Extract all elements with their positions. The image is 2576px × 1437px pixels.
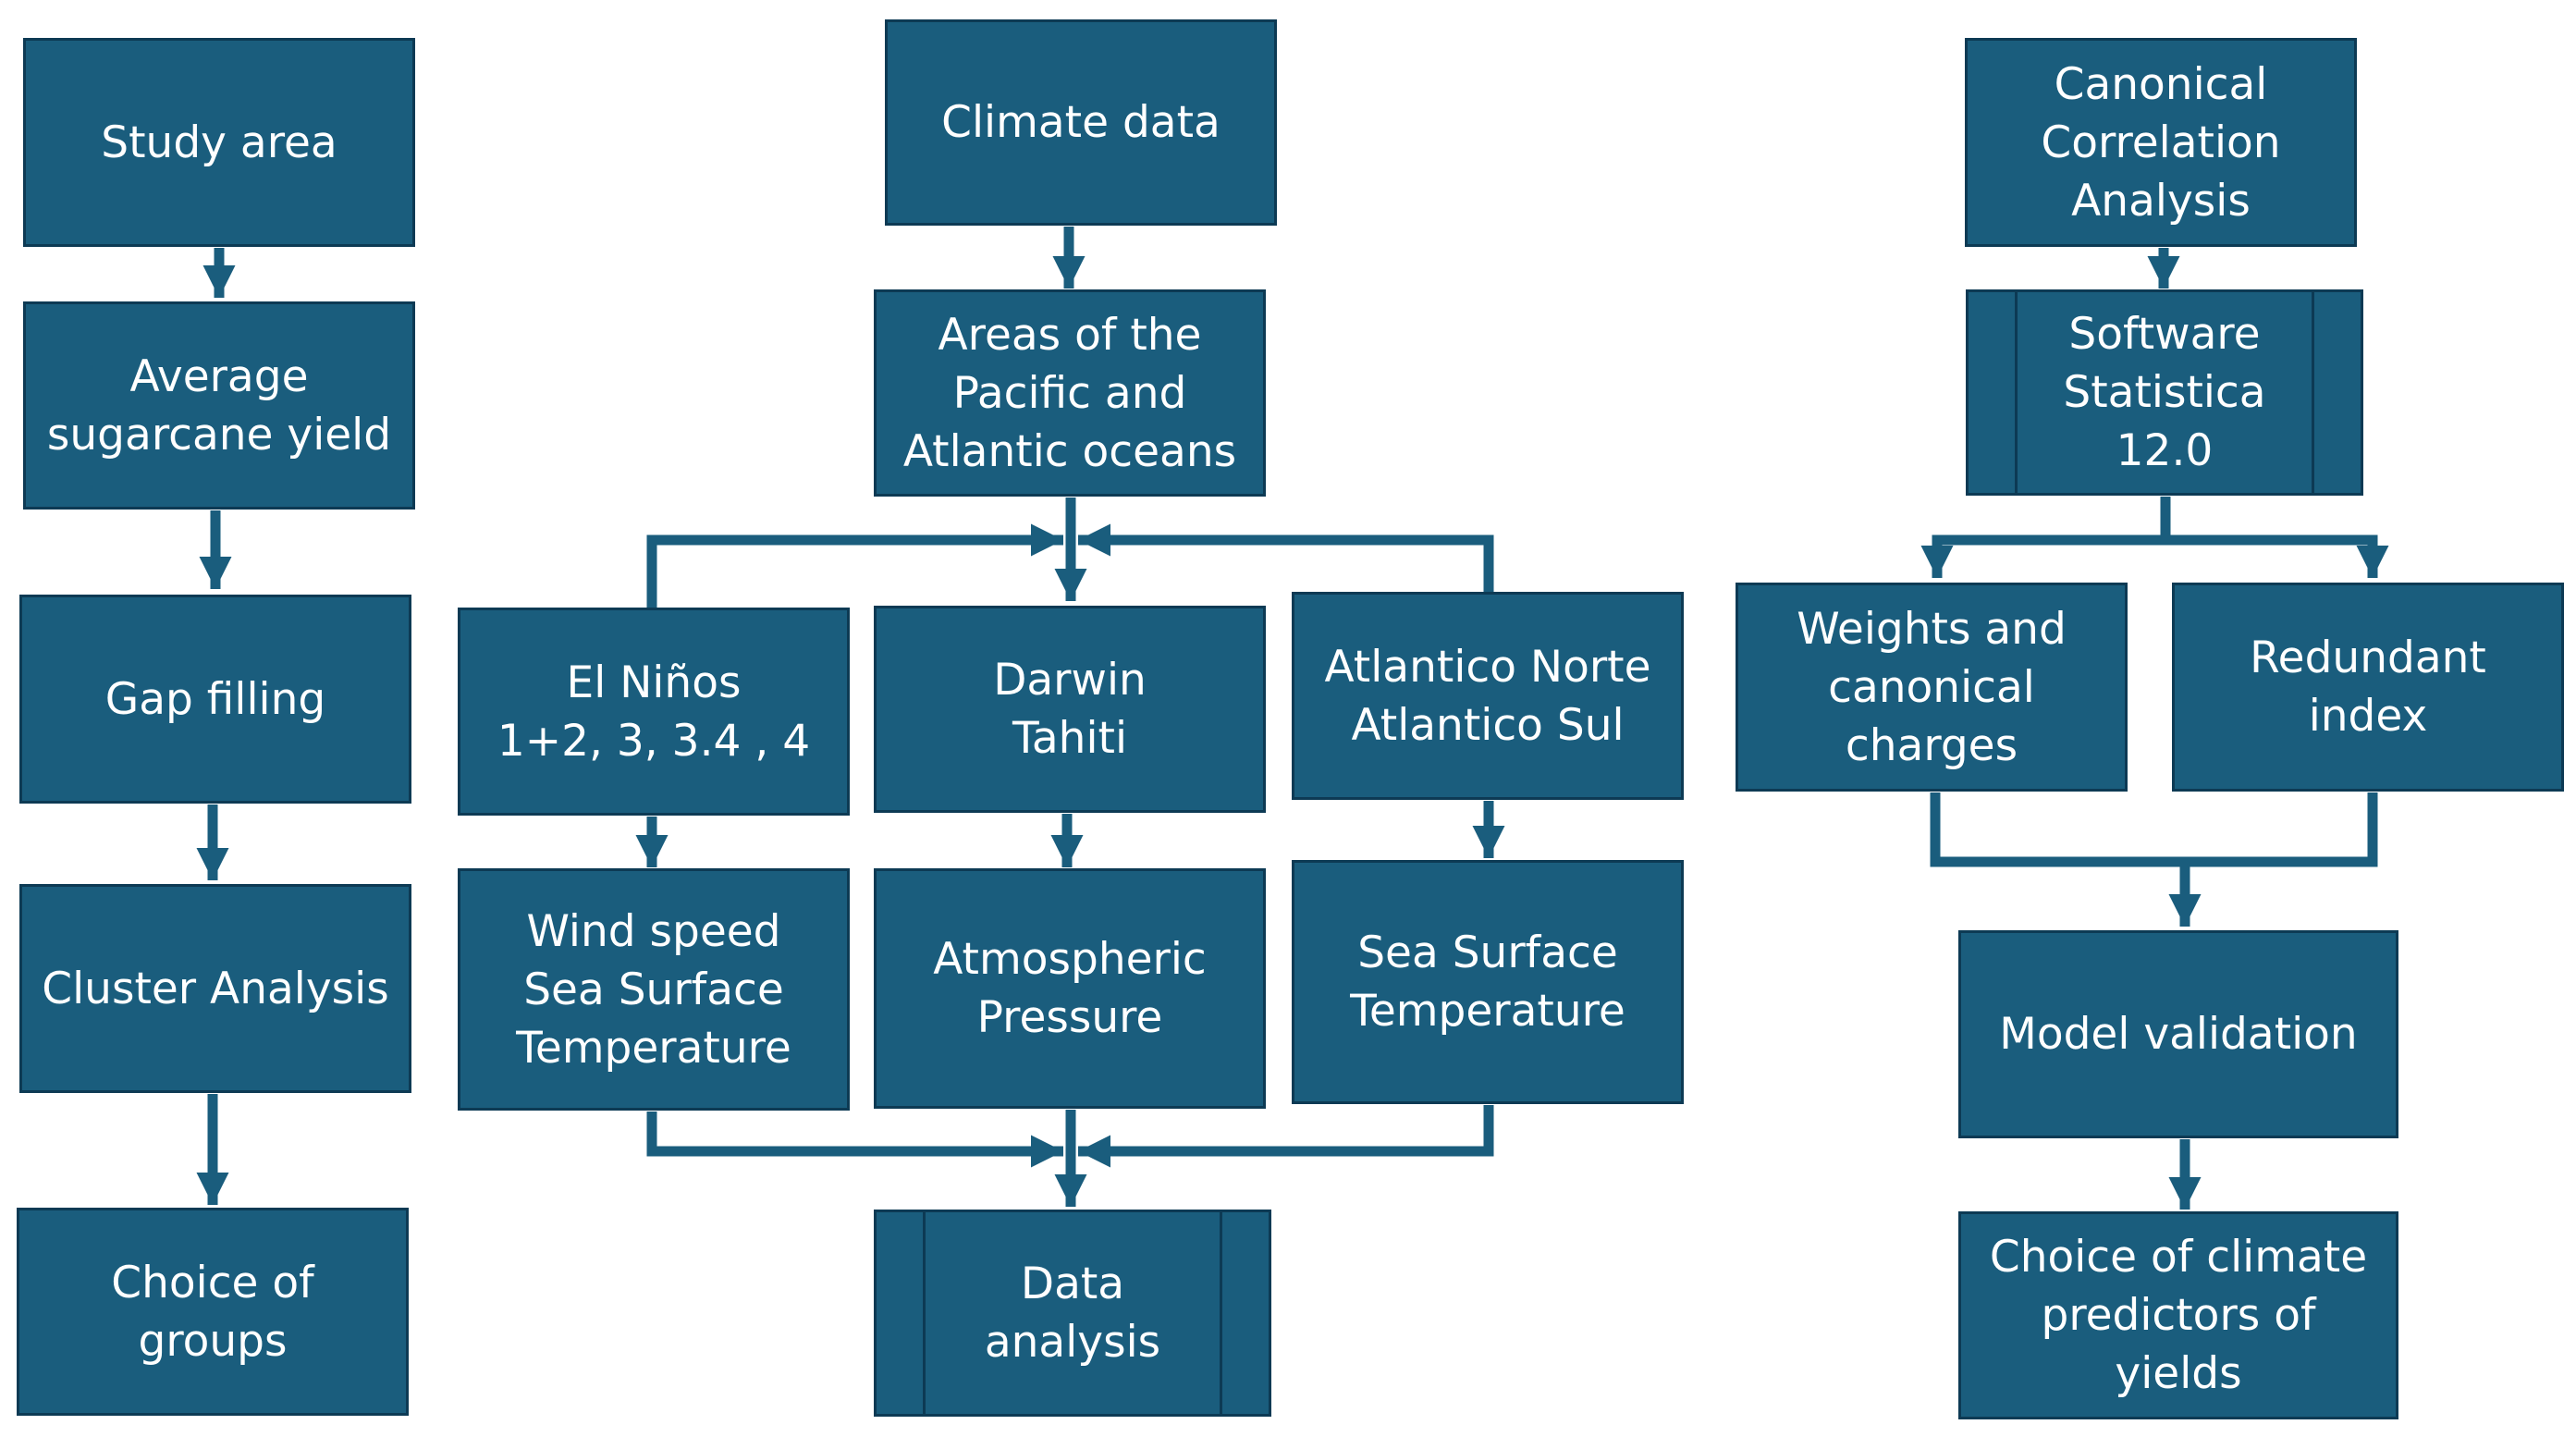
redundant-index-box: Redundant index <box>2172 583 2564 792</box>
software-statistica-box: Software Statistica 12.0 <box>1966 289 2363 496</box>
choice-of-climate-predictors-label: Choice of climate predictors of yields <box>1989 1232 2368 1399</box>
model-validation-label: Model validation <box>1999 1009 2358 1060</box>
areas-pacific-atlantic-box: Areas of the Pacific and Atlantic oceans <box>874 289 1266 497</box>
climate-data-label: Climate data <box>941 97 1221 148</box>
data-analysis-label: Data analysis <box>984 1259 1161 1368</box>
cluster-analysis-box: Cluster Analysis <box>19 884 411 1093</box>
connector-software-to-weights <box>1920 497 2171 578</box>
el-ninos-label: El Niños 1+2, 3, 3.4 , 4 <box>497 657 811 767</box>
areas-pacific-atlantic-label: Areas of the Pacific and Atlantic oceans <box>902 309 1237 477</box>
sea-surface-temperature-box: Sea Surface Temperature <box>1292 860 1684 1104</box>
atmospheric-pressure-label: Atmospheric Pressure <box>933 934 1207 1043</box>
cluster-analysis-label: Cluster Analysis <box>42 963 389 1014</box>
connector-wind-to-center <box>646 1112 1063 1168</box>
average-sugarcane-yield-box: Average sugarcane yield <box>23 301 415 510</box>
study-area-label: Study area <box>101 117 337 168</box>
average-sugarcane-yield-label: Average sugarcane yield <box>46 350 392 461</box>
wind-speed-sst-label: Wind speed Sea Surface Temperature <box>516 905 791 1074</box>
climate-data-box: Climate data <box>885 19 1277 226</box>
el-ninos-box: El Niños 1+2, 3, 3.4 , 4 <box>458 608 850 816</box>
darwin-tahiti-label: Darwin Tahiti <box>993 655 1147 764</box>
canonical-correlation-analysis-box: Canonical Correlation Analysis <box>1965 38 2357 247</box>
gap-filling-label: Gap filling <box>104 673 326 725</box>
weights-canonical-charges-box: Weights and canonical charges <box>1736 583 2128 792</box>
software-statistica-left-bar <box>2015 292 2018 493</box>
redundant-index-label: Redundant index <box>2250 633 2486 742</box>
software-statistica-right-bar <box>2312 292 2314 493</box>
choice-of-groups-label: Choice of groups <box>111 1257 314 1367</box>
wind-speed-sst-box: Wind speed Sea Surface Temperature <box>458 868 850 1111</box>
atlantico-box: Atlantico Norte Atlantico Sul <box>1292 592 1684 800</box>
choice-of-climate-predictors-box: Choice of climate predictors of yields <box>1958 1211 2398 1419</box>
atmospheric-pressure-box: Atmospheric Pressure <box>874 868 1266 1109</box>
connector-elninos-to-center <box>646 523 1063 610</box>
connector-atlantico-to-center <box>1078 523 1494 592</box>
connector-weights-to-validation <box>1930 792 2202 927</box>
connector-sst-to-center <box>1078 1105 1494 1168</box>
data-analysis-right-bar <box>1220 1212 1222 1414</box>
model-validation-box: Model validation <box>1958 930 2398 1138</box>
darwin-tahiti-box: Darwin Tahiti <box>874 606 1266 813</box>
study-area-box: Study area <box>23 38 415 247</box>
canonical-correlation-analysis-label: Canonical Correlation Analysis <box>2041 58 2281 227</box>
atlantico-label: Atlantico Norte Atlantico Sul <box>1324 641 1651 751</box>
connector-redundant-down <box>2185 792 2378 867</box>
sea-surface-temperature-label: Sea Surface Temperature <box>1350 927 1625 1037</box>
connector-software-to-redundant <box>2165 534 2389 578</box>
gap-filling-box: Gap filling <box>19 595 411 804</box>
choice-of-groups-box: Choice of groups <box>17 1208 409 1416</box>
software-statistica-label: Software Statistica 12.0 <box>2063 309 2266 476</box>
data-analysis-left-bar <box>923 1212 926 1414</box>
data-analysis-box: Data analysis <box>874 1210 1271 1417</box>
weights-canonical-charges-label: Weights and canonical charges <box>1797 603 2067 771</box>
